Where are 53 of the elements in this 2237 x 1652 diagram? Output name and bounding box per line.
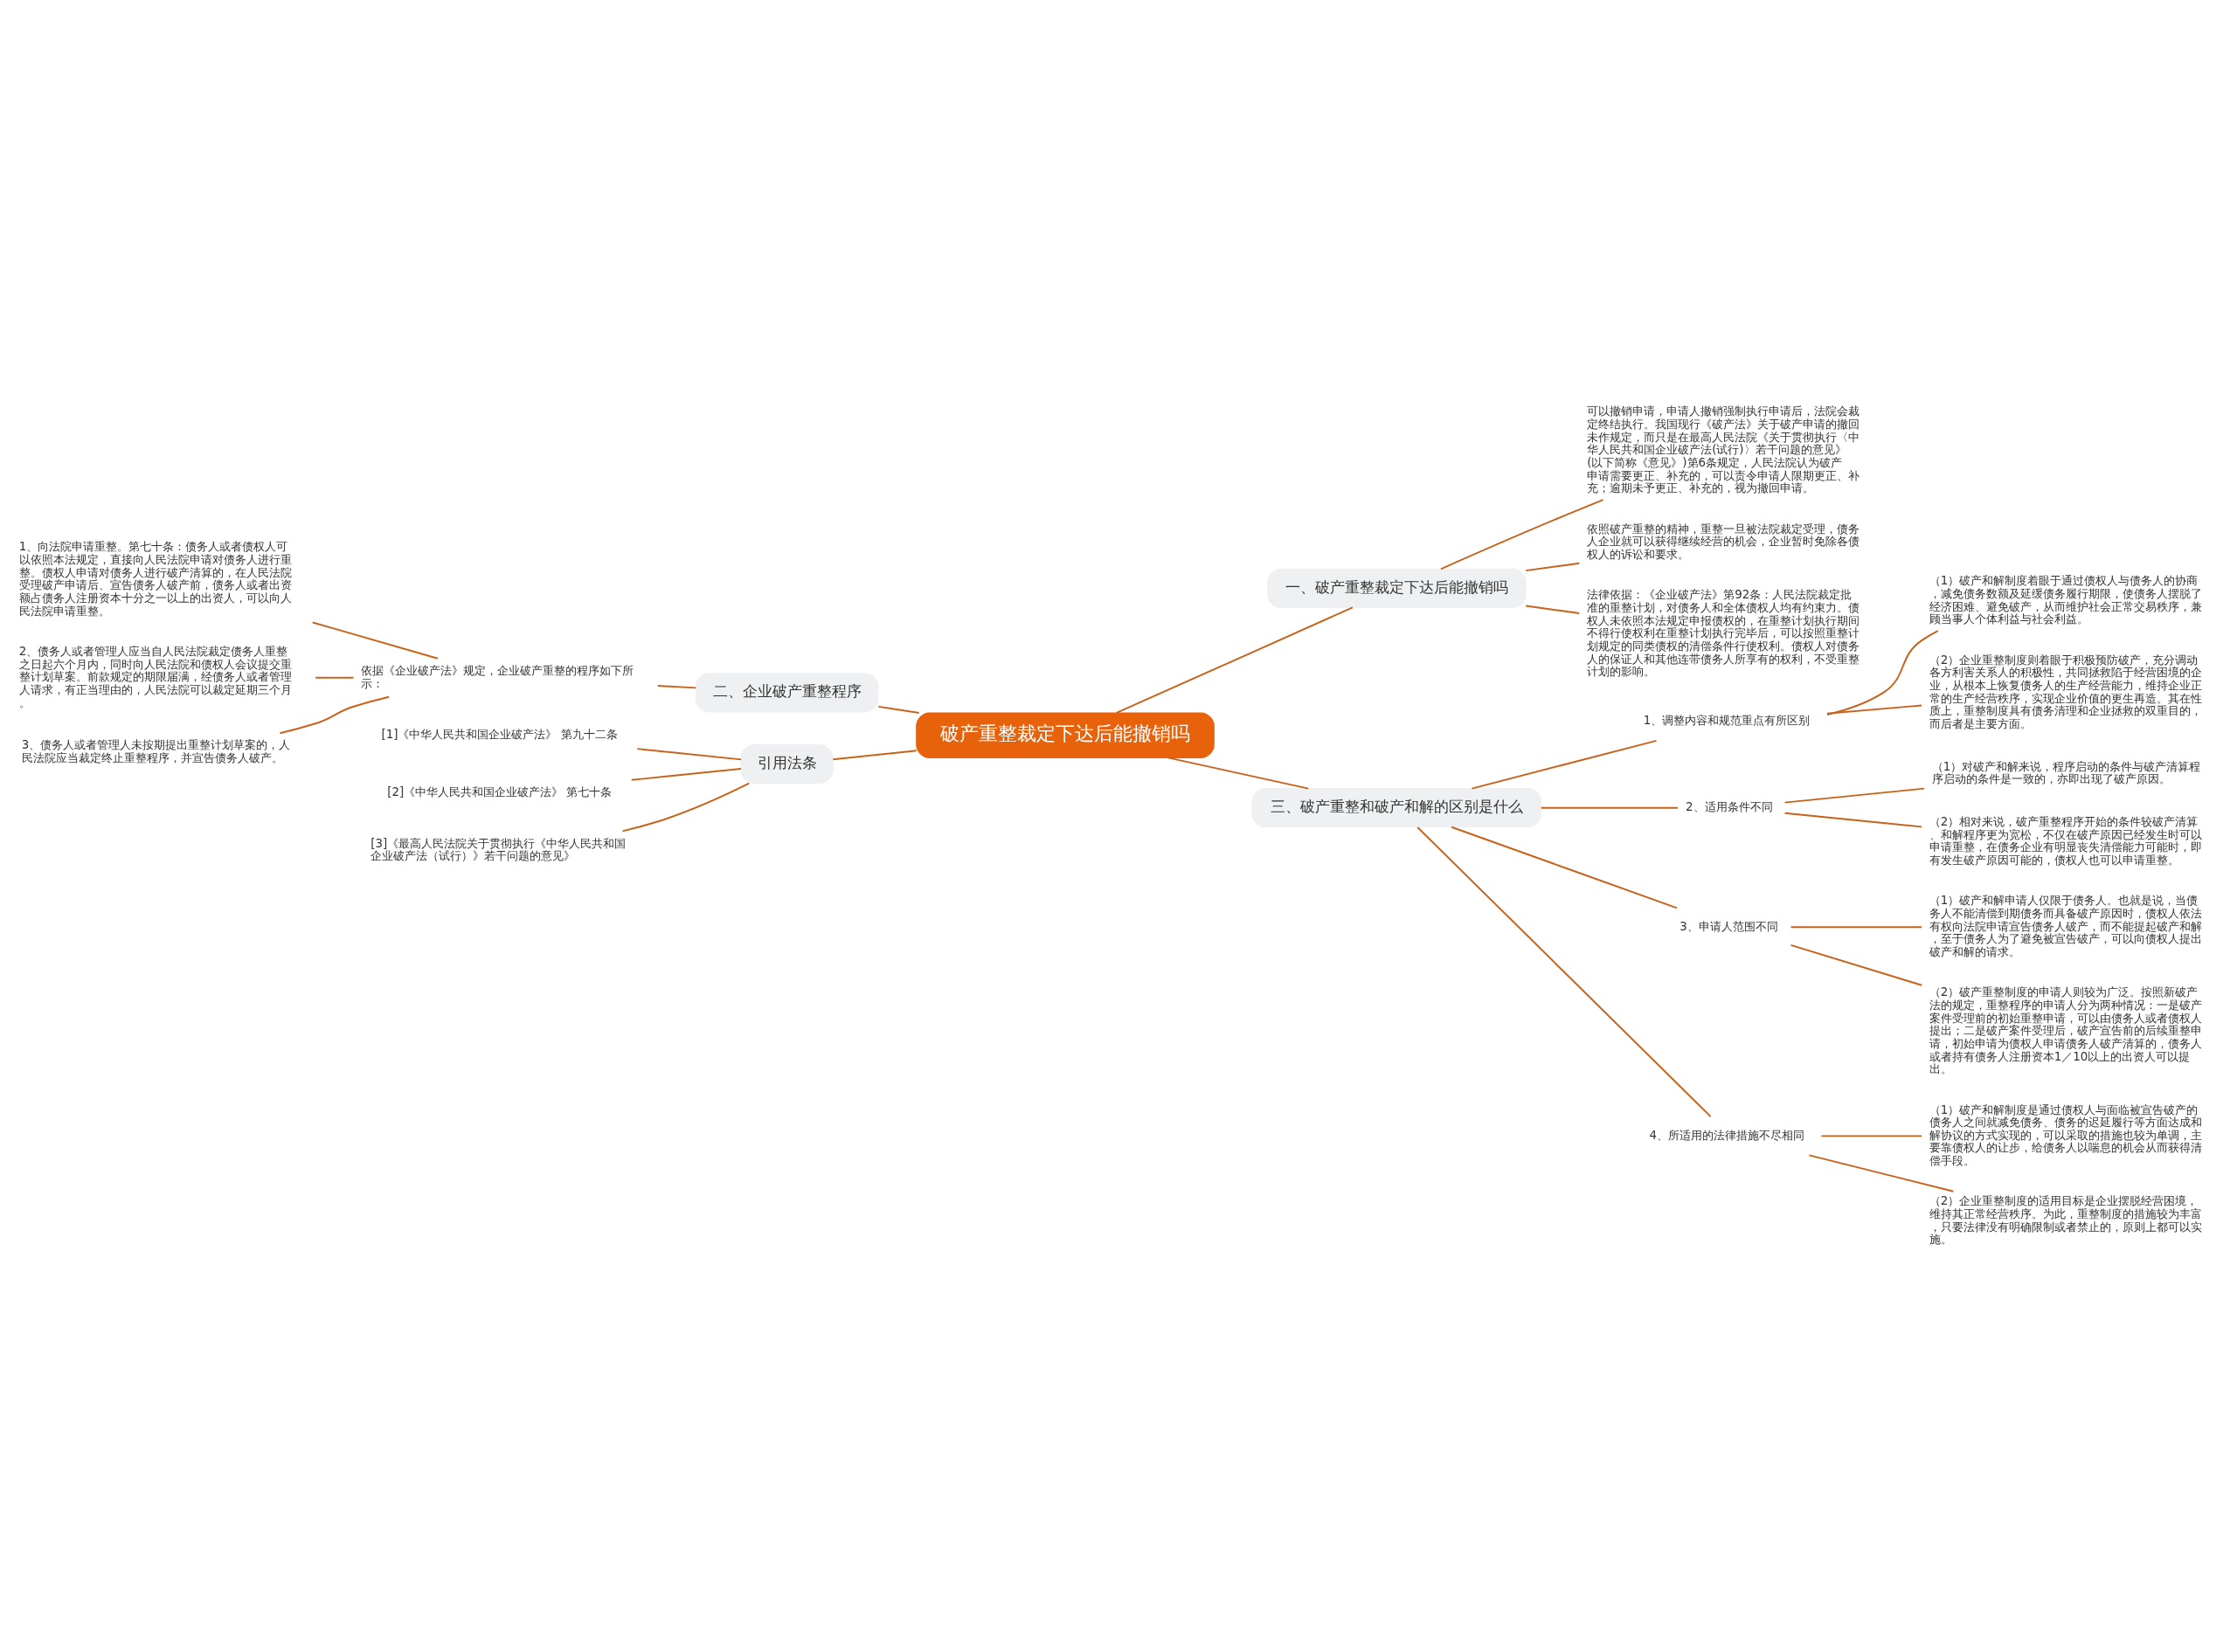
node-text: （1）对破产和解来说，程序启动的条件与破产清算程序启动的条件是一致的，亦即出现了破产原因。	[1931, 759, 2201, 785]
node-text: [3]《最高人民法院关于贯彻执行《中华人民共和国企业破产法（试行）》若干问题的意见》	[371, 836, 627, 862]
node-text: （1）破产和解申请人仅限于债务人。也就是说，当债务人不能清偿到期债务而具备破产原因时，债权人依法有权向法院申请宣告债务人破产，而不能提起破产和解，至于债务人为了避免被宣告破产，可以向债权人提出破产和解的请求。	[1929, 893, 2202, 958]
node-text: 2、适用条件不同	[1685, 799, 1773, 813]
connector	[315, 676, 355, 679]
node-text: 4、所适用的法律措施不尽相同	[1649, 1128, 1805, 1142]
node-text: （2）企业重整制度则着眼于积极预防破产，充分调动各方利害关系人的积极性，共同拯救陷于经营困境的企业，从根本上恢复债务人的生产经营能力，维持企业正常的生产经营秩序，实现企业价值的更生再造。其在性质上，重整制度具有债务清理和企业拯救的双重目的，而后者是主要方面。	[1929, 653, 2202, 730]
connector	[832, 749, 918, 760]
node-text: 2、债务人或者管理人应当自人民法院裁定债务人重整之日起六个月内，同时向人民法院和债权人会议提交重整计划草案。前款规定的期限届满，经债务人或者管理人请求，有正当理由的，人民法院可以裁定延期三个月。	[18, 644, 292, 709]
node-text: 3、债务人或者管理人未按期提出重整计划草案的，人民法院应当裁定终止重整程序，并宣告债务人破产。	[21, 737, 291, 764]
node-text: 法律依据：《企业破产法》第92条：人民法院裁定批准的重整计划，对债务人和全体债权人均有约束力。债权人未依照本法规定申报债权的，在重整计划执行期间不得行使权利在重整计划执行完毕后，可以按照重整计划规定的同类债权的清偿条件行使权利。债权人对债务人的保证人和其他连带债务人所享有的权利，不受重整计划的影响。	[1587, 587, 1860, 678]
node-text: 1、向法院申请重整。第七十条：债务人或者债权人可以依照本法规定，直接向人民法院申请对债务人进行重整。债权人申请对债务人进行破产清算的，在人民法院受理破产申请后、宣告债务人破产前，债务人或者出资额占债务人注册资本十分之一以上的出资人，可以向人民法院申请重整。	[18, 539, 292, 618]
connector	[279, 695, 391, 734]
connector	[1115, 605, 1354, 714]
connector	[1783, 787, 1925, 804]
node-box: 一、破产重整裁定下达后能撤销吗	[1267, 568, 1527, 608]
connector	[1790, 944, 1923, 986]
connector	[1440, 498, 1604, 570]
node-box: 引用法条	[740, 743, 834, 784]
node-text: 3、申请人范围不同	[1679, 919, 1778, 933]
connector	[1825, 629, 1939, 715]
node-text: （1）破产和解制度着眼于通过债权人与债务人的协商，减免债务数额及延缓债务履行期限，使债务人摆脱了经济困难、避免破产，从而维护社会正常交易秩序，兼顾当事人个体利益与社会利益。	[1929, 573, 2202, 626]
node-text: （2）破产重整制度的申请人则较为广泛。按照新破产法的规定，重整程序的申请人分为两种情况：一是破产案件受理前的初始重整申请，可以由债务人或者债权人提出；二是破产案件受理后，破产宣告前的后续重整申请，初始申请为债权人申请债务人破产清算的，债务人或者持有债务人注册资本1／10以上的出资人可以提出。	[1929, 985, 2202, 1075]
node-box: 破产重整裁定下达后能撤销吗	[916, 711, 1215, 758]
connector	[1826, 704, 1923, 715]
node-text: （2）相对来说，破产重整程序开始的条件较破产清算、和解程序更为宽松，不仅在破产原因已经发生时可以申请重整，在债务企业有明显丧失清偿能力可能时，即有发生破产原因可能的，债权人也可以申请重整。	[1929, 814, 2202, 867]
connector	[1820, 1134, 1923, 1137]
connector	[1540, 806, 1679, 809]
connector	[1167, 756, 1310, 790]
connector	[1790, 925, 1923, 928]
connector	[630, 767, 742, 781]
connector	[621, 782, 751, 832]
connector	[656, 684, 697, 688]
connector	[1451, 826, 1678, 909]
connector	[1808, 1153, 1955, 1192]
node-text: （2）企业重整制度的适用目标是企业摆脱经营困境，维持其正常经营秩序。为此，重整制度的措施较为丰富，只要法律没有明确限制或者禁止的，原则上都可以实施。	[1929, 1193, 2202, 1246]
node-text: （1）破产和解制度是通过债权人与面临被宣告破产的债务人之间就减免债务、债务的迟延履行等方面达成和解协议的方式实现的，可以采取的措施也较为单调，主要靠债权人的让步，给债务人以喘息的机会从而获得清偿手段。	[1929, 1102, 2202, 1167]
node-text: 依据《企业破产法》规定，企业破产重整的程序如下所示：	[361, 663, 634, 690]
node-text: [1]《中华人民共和国企业破产法》 第九十二条	[381, 727, 618, 741]
node-box: 二、企业破产重整程序	[695, 672, 879, 712]
node-text: [2]《中华人民共和国企业破产法》 第七十条	[387, 785, 613, 798]
node-text: 依照破产重整的精神，重整一旦被法院裁定受理，债务人企业就可以获得继续经营的机会，企业暂时免除各债权人的诉讼和要求。	[1587, 522, 1860, 561]
connector	[877, 705, 920, 714]
node-box: 三、破产重整和破产和解的区别是什么	[1251, 787, 1542, 827]
node-text: 1、调整内容和规范重点有所区别	[1643, 713, 1811, 727]
connector	[1525, 605, 1581, 614]
connector	[1525, 562, 1581, 571]
node-text: 可以撤销申请，申请人撤销强制执行申请后，法院会裁定终结执行。我国现行《破产法》关于破产申请的撤回未作规定，而只是在最高人民法院《关于贯彻执行〈中华人民共和国企业破产法(试行)〉若干问题的意见》(以下简称《意见》)第6条规定，人民法院认为破产申请需要更正、补充的，可以责令申请人限期更正、补充；逾期未予更正、补充的，视为撤回申请。	[1587, 404, 1860, 494]
connector	[1783, 812, 1922, 827]
connector	[636, 747, 743, 760]
connector	[1416, 826, 1712, 1117]
connector	[1471, 739, 1658, 790]
connector	[311, 621, 439, 660]
